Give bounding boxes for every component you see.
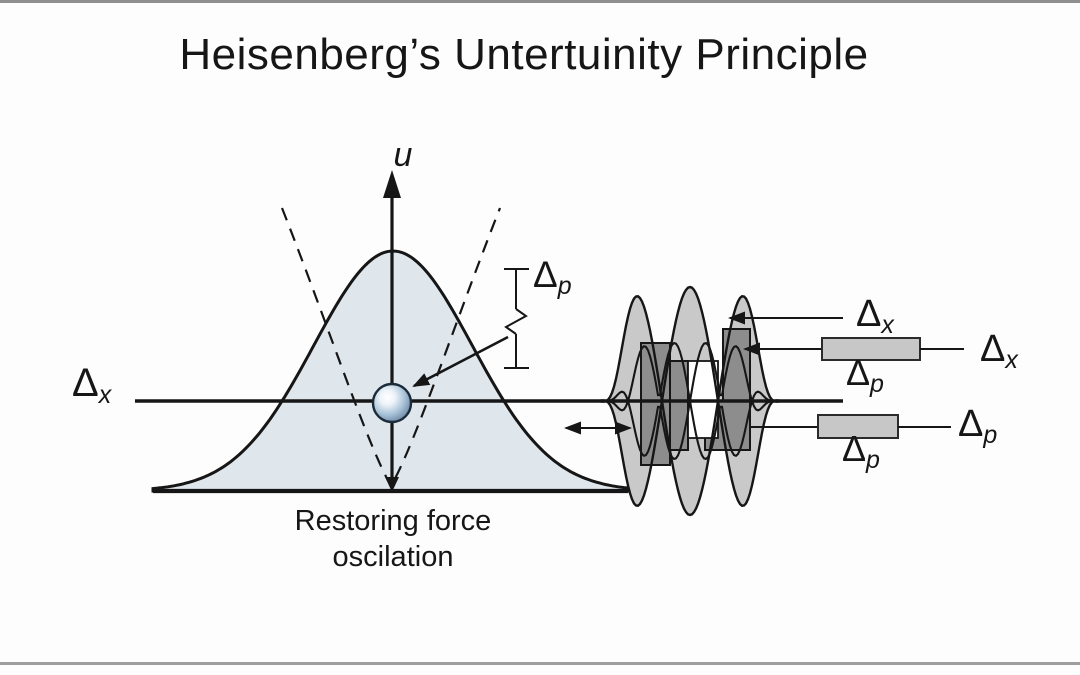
delta-subscript: x: [880, 311, 895, 339]
delta-symbol: Δ: [856, 293, 881, 335]
caption-line-2: oscilation: [333, 541, 454, 573]
dp-box-top: [821, 337, 921, 361]
delta-symbol: Δ: [72, 361, 99, 405]
down-arrowhead: [385, 477, 399, 492]
up-arrowhead: [383, 170, 401, 198]
wave-packet-outline: [574, 285, 806, 517]
page-title: Heisenberg’s Untertuinity Principle: [179, 30, 869, 79]
delta-subscript: x: [98, 381, 113, 409]
u-axis-label: u: [394, 136, 413, 174]
delta-symbol: Δ: [846, 352, 870, 393]
dx-label-top: Δx: [856, 293, 895, 339]
dp-bracket-label: Δp: [533, 254, 572, 300]
delta-symbol: Δ: [958, 403, 983, 445]
delta-subscript: p: [865, 446, 880, 474]
delta-symbol: Δ: [980, 328, 1005, 370]
dp-label-box-bottom: Δp: [842, 428, 880, 474]
delta-symbol: Δ: [842, 428, 866, 469]
particle-sphere: [371, 382, 413, 424]
delta-subscript: p: [557, 272, 572, 300]
dp-label-box-top: Δp: [846, 352, 884, 398]
delta-subscript: p: [982, 421, 997, 449]
dx-axis-label: Δx: [72, 361, 113, 409]
delta-subscript: x: [1004, 346, 1019, 374]
top-rule-line: [0, 0, 1080, 3]
dp-label-right: Δp: [958, 403, 997, 449]
pointer-arrow-to-particle: [412, 335, 509, 388]
dp-bracket: [504, 268, 529, 369]
delta-symbol: Δ: [533, 254, 558, 295]
caption-line-1: Restoring force: [295, 505, 492, 537]
delta-subscript: p: [869, 370, 884, 398]
dx-label-right: Δx: [980, 328, 1019, 374]
bottom-rule-line: [0, 662, 1080, 665]
